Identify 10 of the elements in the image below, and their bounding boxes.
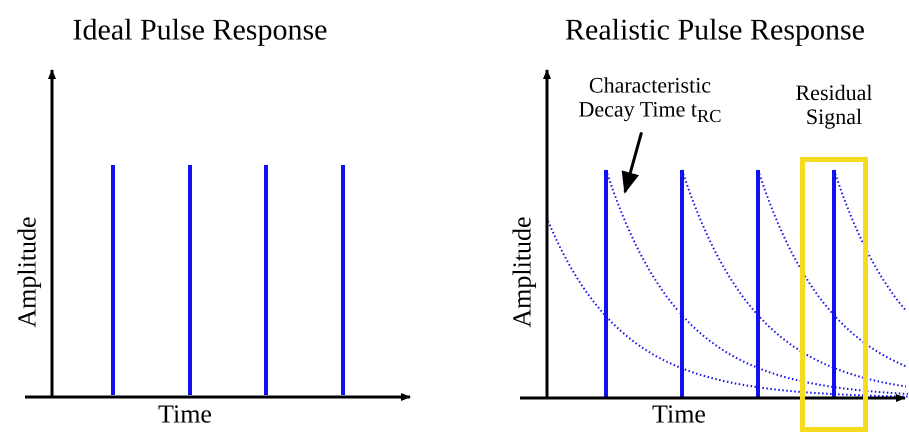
panel-title: Ideal Pulse Response (72, 14, 328, 46)
axis-label: Time (652, 400, 706, 430)
axis-label: Time (158, 400, 212, 430)
axis-label: Amplitude (508, 216, 538, 328)
axis-label: Amplitude (14, 216, 42, 328)
decay-curve (605, 170, 679, 312)
box-heading: Residual Signal (794, 80, 874, 130)
leader-arrow (622, 132, 643, 194)
annotation-text: Characteristic Decay Time t$_{RC}$ (565, 74, 735, 126)
panel-title: Realistic Pulse Response (565, 14, 865, 46)
